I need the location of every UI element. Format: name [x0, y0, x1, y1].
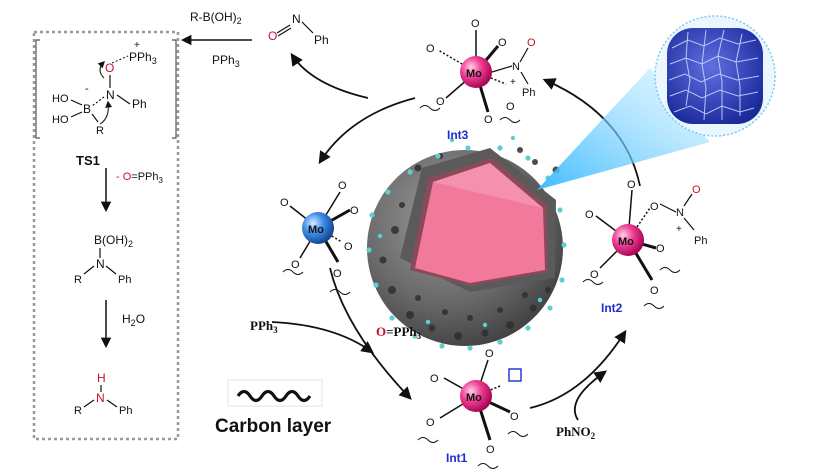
- svg-text:O: O: [333, 268, 342, 280]
- svg-text:+: +: [676, 224, 682, 235]
- product-ophosphine: O=PPh3: [376, 324, 422, 341]
- reagent-phno2: PhNO2: [556, 424, 596, 441]
- int3-label: Int3: [447, 128, 469, 142]
- svg-text:O: O: [627, 179, 636, 191]
- svg-text:O: O: [506, 101, 515, 113]
- nitrosobenzene: O N Ph: [268, 12, 329, 47]
- arrow-pph3-to-ophosphine: [271, 321, 375, 354]
- svg-text:B: B: [83, 102, 91, 116]
- svg-text:Mo: Mo: [618, 236, 634, 248]
- svg-text:N: N: [96, 257, 105, 271]
- svg-text:O: O: [350, 205, 359, 217]
- svg-text:O: O: [344, 241, 353, 253]
- svg-text:N: N: [96, 391, 105, 405]
- byproduct-ophosphine: - O=PPh3: [116, 171, 164, 185]
- svg-text:O: O: [590, 269, 599, 281]
- svg-text:O: O: [436, 96, 445, 108]
- svg-text:O: O: [105, 61, 114, 75]
- int1-complex: Mo O O O O O Int1: [417, 348, 529, 469]
- svg-text:O: O: [471, 18, 480, 30]
- svg-text:O: O: [650, 285, 659, 297]
- svg-text:HO: HO: [52, 114, 69, 126]
- svg-text:O: O: [338, 180, 347, 192]
- reagent-boronic: R-B(OH)2: [190, 10, 242, 26]
- ts1-structure: + PPh3 O N Ph - B HO HO R: [35, 39, 177, 139]
- arrow-int3-to-reduced: [318, 97, 416, 165]
- cycle-arrows: [271, 52, 641, 421]
- amine-product: H N R Ph: [74, 371, 132, 417]
- reduced-mo-complex: Mo O O O O O O: [280, 180, 359, 295]
- svg-text:O: O: [426, 417, 435, 429]
- svg-text:Mo: Mo: [466, 392, 482, 404]
- svg-text:O: O: [486, 444, 495, 456]
- carbon-sphere: [366, 135, 567, 351]
- svg-text:O: O: [585, 209, 594, 221]
- int1-label: Int1: [446, 451, 468, 465]
- reagent-pph3: PPh3: [212, 53, 240, 69]
- ts1-label: TS1: [76, 153, 100, 168]
- svg-text:+: +: [510, 77, 516, 88]
- aminoborane: B(OH)2 N R Ph: [74, 233, 133, 286]
- dashed-box: [32, 30, 180, 441]
- svg-text:R: R: [74, 274, 82, 286]
- arrow-int1-to-int2: [529, 329, 627, 409]
- int2-complex: Mo O O O O O O N O + Ph Int2: [582, 179, 707, 315]
- arrow-phno2-in: [573, 370, 608, 421]
- svg-text:Ph: Ph: [118, 274, 131, 286]
- svg-text:O: O: [291, 259, 300, 271]
- mo-atom-reduced: [302, 212, 334, 244]
- svg-text:O: O: [650, 201, 659, 213]
- arrow-reduced-to-int1: [329, 267, 412, 400]
- int2-label: Int2: [601, 301, 623, 315]
- carbon-layer-label: Carbon layer: [215, 416, 332, 437]
- svg-text:H: H: [97, 371, 106, 385]
- svg-text:Ph: Ph: [694, 235, 707, 247]
- svg-text:HO: HO: [52, 93, 69, 105]
- svg-text:O: O: [692, 184, 701, 196]
- svg-text:O: O: [510, 411, 519, 423]
- zoom-inset: [537, 15, 776, 190]
- mo-atom-int1: [460, 380, 492, 412]
- svg-text:N: N: [676, 207, 684, 219]
- svg-text:O: O: [426, 43, 435, 55]
- arrow-release-nitroso: [290, 52, 369, 99]
- svg-text:-: -: [85, 83, 89, 95]
- svg-text:Ph: Ph: [132, 97, 147, 111]
- svg-text:O: O: [498, 37, 507, 49]
- int3-complex: Mo O O O O O O N O + Ph Int3: [419, 18, 536, 142]
- svg-text:Mo: Mo: [308, 224, 324, 236]
- svg-text:O: O: [484, 114, 493, 126]
- reagent-pph3-cycle: PPh3: [250, 318, 278, 335]
- carbon-layer-legend: Carbon layer: [215, 379, 332, 437]
- svg-text:R: R: [96, 125, 104, 137]
- vacancy-square-icon: [508, 368, 522, 382]
- svg-text:O: O: [527, 37, 536, 49]
- svg-text:+: +: [134, 40, 140, 51]
- svg-text:N: N: [512, 61, 520, 73]
- mo-atom-int3: [460, 56, 492, 88]
- svg-text:B(OH)2: B(OH)2: [94, 233, 133, 249]
- svg-text:N: N: [292, 12, 301, 26]
- svg-text:Ph: Ph: [314, 33, 329, 47]
- svg-text:O: O: [268, 29, 277, 43]
- wavy-line-icon: [236, 389, 312, 403]
- svg-text:N: N: [106, 88, 115, 102]
- reagent-water: H2O: [122, 312, 145, 328]
- svg-text:O: O: [485, 348, 494, 360]
- svg-text:O: O: [280, 197, 289, 209]
- svg-text:O: O: [656, 243, 665, 255]
- svg-text:Ph: Ph: [119, 405, 132, 417]
- svg-text:Ph: Ph: [522, 87, 535, 99]
- left-panel: R-B(OH)2 PPh3 O N Ph + PPh3 O N Ph -: [32, 10, 329, 441]
- svg-text:R: R: [74, 405, 82, 417]
- svg-text:PPh3: PPh3: [129, 50, 157, 66]
- mo-atom-int2: [612, 224, 644, 256]
- svg-text:Mo: Mo: [466, 68, 482, 80]
- svg-text:O: O: [430, 373, 439, 385]
